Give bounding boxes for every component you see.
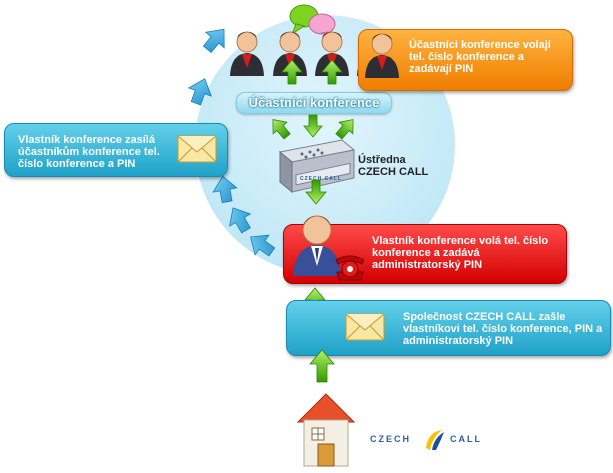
blue-arrow-5 [250, 234, 276, 257]
green-arrow-up [281, 59, 303, 85]
owner-person-icon [293, 215, 341, 276]
owner-sends-text: Vlastník konference zasílá účastníkům ko… [18, 134, 160, 170]
exchange-label: Ústředna CZECH CALL [358, 154, 429, 178]
server-icon [278, 139, 356, 194]
participants-call-box: Účastníci konference volají tel. číslo k… [358, 29, 573, 91]
person-icon [230, 31, 264, 76]
green-arrow-down [303, 114, 323, 138]
company-sends-box: Společnost CZECH CALL zašle vlastníkovi … [286, 300, 611, 356]
telephone-icon [335, 255, 365, 281]
blue-arrow-1 [202, 28, 225, 53]
logo-mark-icon [426, 430, 444, 450]
logo-left-text: CZECH [370, 434, 411, 444]
participants-call-text: Účastníci konference volají tel. číslo k… [409, 39, 551, 75]
logo-right-text: CALL [450, 434, 482, 444]
person-icon [365, 33, 399, 78]
owner-calls-text: Vlastník konference volá tel. číslo konf… [372, 235, 549, 271]
device-label: CZECH CALL [300, 176, 342, 182]
green-arrow-up-right [335, 119, 354, 140]
green-arrow-up-left [272, 119, 291, 140]
company-sends-text: Společnost CZECH CALL zašle vlastníkovi … [403, 311, 603, 347]
house-icon [296, 393, 356, 467]
envelope-icon [177, 135, 217, 163]
czech-call-logo: CZECH CALL [370, 428, 500, 452]
blue-arrow-4 [229, 207, 252, 234]
blue-arrow-3 [212, 175, 238, 204]
envelope-icon [345, 313, 385, 341]
participants-label: Účastníci konference [236, 92, 392, 114]
green-arrow-up [321, 59, 343, 85]
blue-arrow-2 [187, 78, 212, 106]
